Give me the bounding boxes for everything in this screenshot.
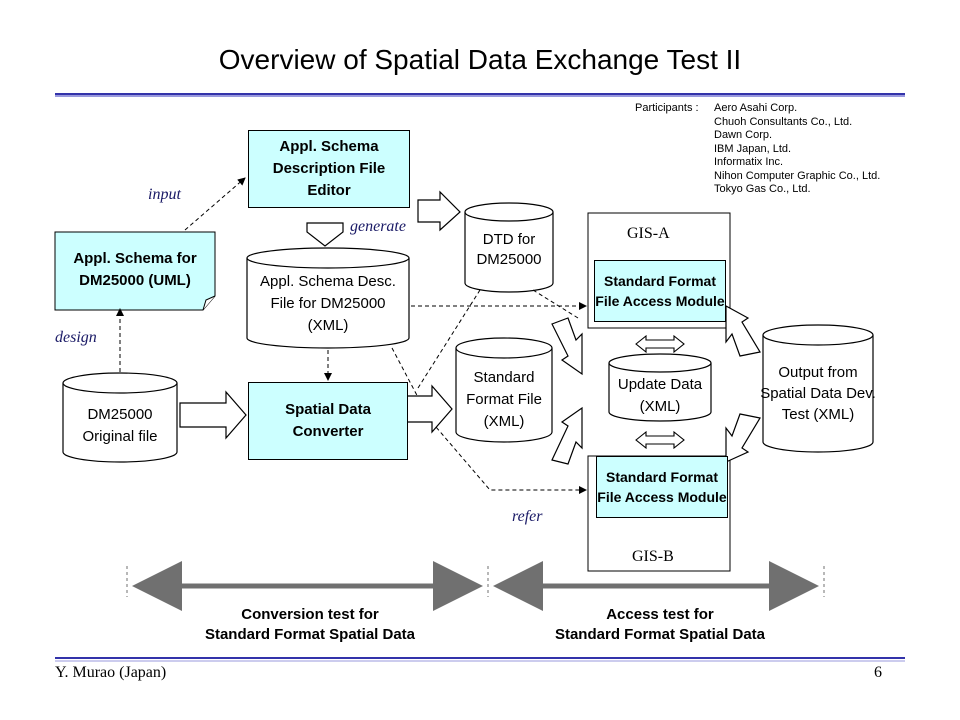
dtd-cylinder: [464, 202, 554, 293]
conversion-test-label: Conversion test for Standard Format Spat…: [204, 606, 416, 643]
footer-author: Y. Murao (Japan): [55, 664, 167, 681]
generate-edge-label: generate: [350, 218, 406, 235]
original-file-cylinder: [62, 372, 178, 463]
output-cylinder: [762, 324, 874, 453]
page-number: 6: [874, 664, 882, 681]
title-underline: [55, 93, 905, 97]
spatial-converter-box: Spatial Data Converter: [248, 382, 408, 460]
access-module-b-box: Standard Format File Access Module: [596, 456, 728, 518]
dtd-label: DTD for DM25000: [476, 231, 542, 268]
participants-list: Aero Asahi Corp. Chuoh Consultants Co., …: [714, 102, 881, 195]
update-cylinder: [608, 353, 712, 422]
output-label: Output from Spatial Data Dev. Test (XML): [760, 363, 876, 423]
std-file-cylinder: [455, 337, 553, 443]
access-test-label: Access test for Standard Format Spatial …: [554, 606, 766, 643]
refer-edge-label: refer: [512, 508, 543, 525]
gis-b-label: GIS-B: [632, 548, 674, 565]
uml-doc-label: Appl. Schema for DM25000 (UML): [73, 250, 197, 289]
design-edge-label: design: [55, 329, 97, 346]
input-edge-label: input: [148, 186, 181, 203]
update-data-label: Update Data (XML): [617, 376, 703, 415]
slide-title: Overview of Spatial Data Exchange Test I…: [218, 44, 742, 75]
schema-file-cylinder: [246, 247, 410, 349]
schema-editor-box: Appl. Schema Description File Editor: [248, 130, 410, 208]
gis-a-label: GIS-A: [627, 225, 670, 242]
schema-file-label: Appl. Schema Desc. File for DM25000 (XML…: [260, 273, 396, 334]
std-file-label: Standard Format File (XML): [466, 369, 542, 430]
access-module-a-box: Standard Format File Access Module: [594, 260, 726, 322]
original-file-label: DM25000 Original file: [82, 406, 158, 445]
participants-label: Participants :: [635, 102, 699, 114]
